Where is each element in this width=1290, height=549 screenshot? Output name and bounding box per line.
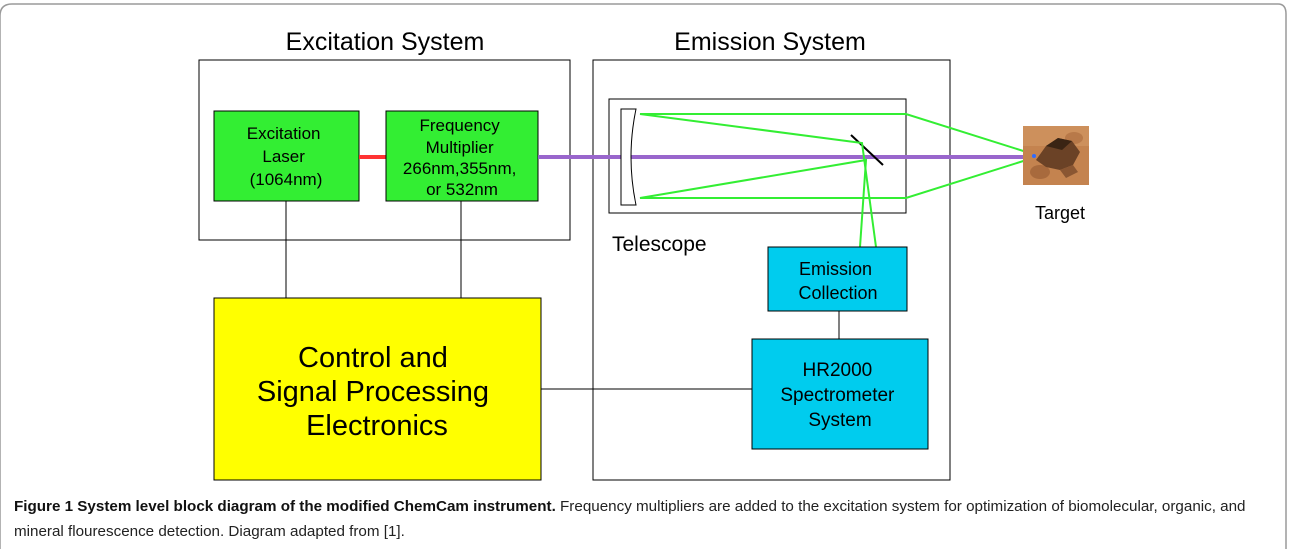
frequency-multiplier-label: Frequency Multiplier 266nm,355nm, or 532… bbox=[403, 116, 521, 199]
caption-text: Frequency multipliers are added to the e… bbox=[14, 498, 1246, 540]
excitation-system-title: Excitation System bbox=[286, 28, 485, 56]
frequency-multiplier-box bbox=[385, 110, 539, 202]
emission-collection-label: Emission Collection bbox=[798, 259, 877, 303]
excitation-system-box bbox=[198, 59, 571, 241]
emission-system-title: Emission System bbox=[674, 28, 866, 56]
control-electronics-label: Control and Signal Processing Electronic… bbox=[257, 342, 497, 442]
collected-light-paths bbox=[639, 113, 1037, 248]
primary-mirror bbox=[620, 108, 637, 206]
spectrometer-box bbox=[751, 338, 929, 450]
target-label: Target bbox=[1035, 203, 1085, 223]
spectrometer-label: HR2000 Spectrometer System bbox=[780, 360, 899, 431]
target-rock-image bbox=[1023, 126, 1089, 185]
emission-collection-box bbox=[767, 246, 908, 312]
figure-frame bbox=[0, 3, 1287, 549]
secondary-mirror bbox=[850, 134, 884, 166]
caption-title: Figure 1 System level block diagram of t… bbox=[14, 498, 556, 515]
telescope-label: Telescope bbox=[612, 233, 707, 256]
emission-system-box bbox=[592, 59, 951, 481]
excitation-laser-label: Excitation Laser (1064nm) bbox=[247, 124, 325, 189]
figure-caption: Figure 1 System level block diagram of t… bbox=[14, 494, 1274, 544]
control-electronics-box bbox=[213, 297, 542, 481]
